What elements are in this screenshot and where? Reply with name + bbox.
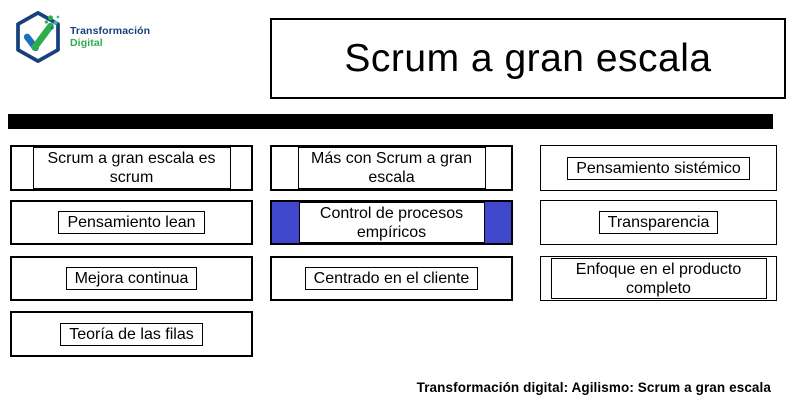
card-label: Scrum a gran escala es scrum [32,147,231,189]
card-label: Centrado en el cliente [304,267,479,290]
card-label: Teoría de las filas [60,322,203,346]
card-mejora-continua: Mejora continua [10,256,253,301]
card-teoria-filas: Teoría de las filas [10,311,253,357]
hexagon-check-icon [16,10,60,64]
card-label: Mejora continua [65,267,198,290]
logo-wordmark: Transformación Digital [70,25,150,49]
card-label: Pensamiento sistémico [567,156,750,180]
card-centrado-cliente: Centrado en el cliente [270,256,513,301]
logo: Transformación Digital [13,10,150,64]
card-label: Pensamiento lean [58,211,205,234]
logo-line1: Transformación [70,25,151,37]
page-title: Scrum a gran escala [344,36,712,80]
card-label: Transparencia [598,211,719,234]
card-mas-con-scrum: Más con Scrum a gran escala [270,145,513,191]
card-enfoque-producto-completo: Enfoque en el producto completo [540,256,777,301]
card-label: Control de procesos empíricos [298,202,485,243]
card-scrum-es-scrum: Scrum a gran escala es scrum [10,145,253,191]
card-pensamiento-lean: Pensamiento lean [10,200,253,245]
card-control-procesos-empiricos: Control de procesos empíricos [270,200,513,245]
card-label: Más con Scrum a gran escala [297,147,486,189]
card-label: Enfoque en el producto completo [550,258,767,299]
divider-bar [8,114,773,129]
card-transparencia: Transparencia [540,200,777,245]
logo-line2: Digital [70,37,103,49]
footer-caption: Transformación digital: Agilismo: Scrum … [416,380,771,395]
card-pensamiento-sistemico: Pensamiento sistémico [540,145,777,191]
title-box: Scrum a gran escala [270,18,786,99]
